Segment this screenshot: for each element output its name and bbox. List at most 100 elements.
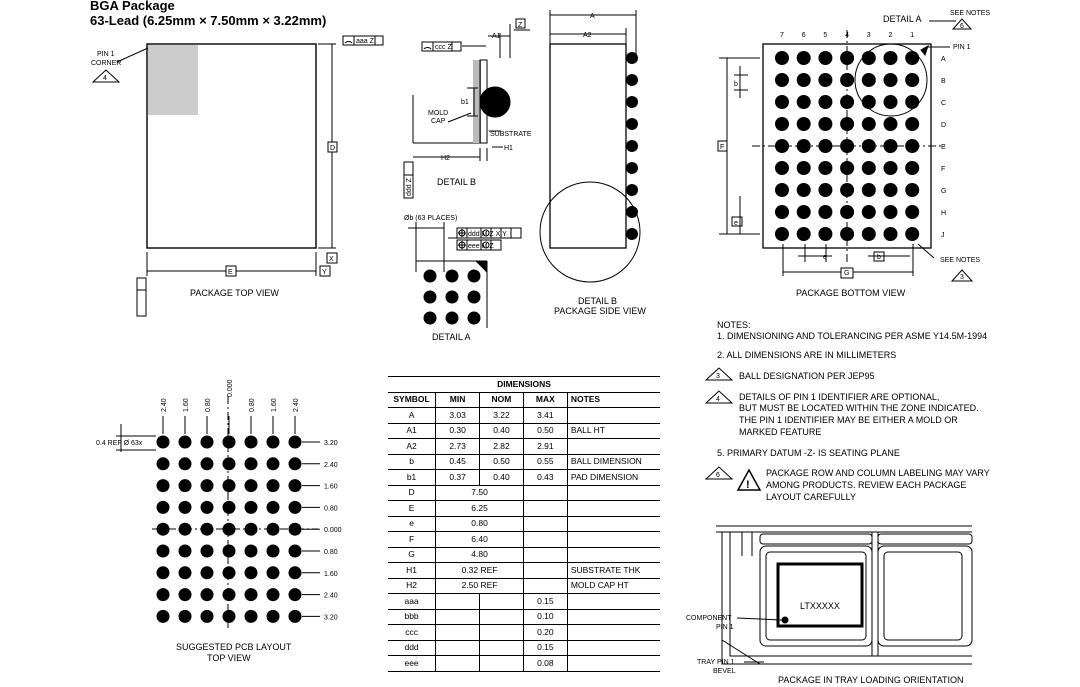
pcb-pad <box>266 544 280 558</box>
fcf1-text: ddd M Z X Y <box>468 231 507 238</box>
dim-cell-note <box>566 531 660 548</box>
substrate-label: SUBSTRATE <box>490 131 532 138</box>
ball <box>905 73 920 87</box>
pin1-bottom-label: PIN 1 <box>953 44 971 51</box>
ball <box>883 205 898 219</box>
ball <box>818 117 833 131</box>
note-6-line2: AMONG PRODUCTS. REVIEW EACH PACKAGE <box>766 480 967 490</box>
pcb-pad <box>178 544 192 558</box>
dim-cell-sym: F <box>388 531 437 548</box>
pcb-pad <box>200 479 214 493</box>
dim-cell-sym: e <box>388 515 437 532</box>
ball <box>905 183 920 197</box>
note-4-num-list: 4 <box>716 396 720 403</box>
see-notes-top: SEE NOTES <box>950 10 990 17</box>
dim-cell-max <box>522 484 568 501</box>
dim-cell-min: 0.30 <box>435 422 481 439</box>
ball <box>775 117 789 131</box>
pcb-pad <box>266 588 280 602</box>
dim-cell-nom: 3.22 <box>479 407 524 424</box>
note-6-num: 6 <box>716 472 720 479</box>
side-caption-2: PACKAGE SIDE VIEW <box>554 306 646 316</box>
ball <box>861 73 876 87</box>
dim-cell-note <box>566 593 660 610</box>
dim-cell-note <box>566 655 660 672</box>
pcb-top-label: 0.80 <box>249 398 256 412</box>
pcb-pad <box>178 522 192 536</box>
note-triangles <box>704 367 762 491</box>
pcb-caption-2: TOP VIEW <box>207 653 251 663</box>
page-subtitle: 63-Lead (6.25mm × 7.50mm × 3.22mm) <box>90 13 327 28</box>
dim-a1-label: A1 <box>492 33 501 40</box>
cap-label: CAP <box>431 118 446 125</box>
ball <box>775 183 789 197</box>
pcb-pad <box>266 457 280 471</box>
dim-cell-sym: D <box>388 484 437 501</box>
datum-x-label: X <box>329 256 334 263</box>
dim-e-label: E <box>228 269 233 276</box>
pcb-top-label: 1.60 <box>271 398 278 412</box>
dim-cell-max <box>522 577 568 594</box>
dim-cell-span: 4.80 <box>435 546 524 563</box>
dim-h1-label: H1 <box>504 145 513 152</box>
dim-cell-max: 0.43 <box>522 469 568 486</box>
column-label: 3 <box>867 32 871 39</box>
ball <box>883 161 898 175</box>
dim-cell-note <box>566 639 660 656</box>
pcb-pad <box>156 544 170 558</box>
dim-cell-max: 0.50 <box>522 422 568 439</box>
ball <box>818 95 833 109</box>
places-label: Øb (63 PLACES) <box>404 215 457 222</box>
pcb-pad <box>156 566 170 580</box>
corner-label: CORNER <box>91 60 121 67</box>
dim-e2-bottom: e <box>823 254 827 261</box>
row-label: B <box>941 78 946 85</box>
pcb-pad <box>244 479 258 493</box>
ball <box>818 139 833 153</box>
row-label: A <box>941 56 946 63</box>
dim-cell-sym: H2 <box>388 577 437 594</box>
pcb-right-label: 1.60 <box>324 484 338 491</box>
dim-cell-nom <box>479 608 524 625</box>
dim-cell-note: SUBSTRATE THK <box>566 562 660 579</box>
pcb-pad <box>266 609 280 623</box>
ball <box>861 183 876 197</box>
pcb-pad <box>222 479 236 493</box>
dim-cell-sym: b1 <box>388 469 437 486</box>
dim-b1-label: b1 <box>461 99 469 106</box>
see-notes-bottom: SEE NOTES <box>940 257 980 264</box>
dim-cell-sym: A1 <box>388 422 437 439</box>
pcb-pad <box>288 588 302 602</box>
ball <box>775 139 789 153</box>
dim-cell-sym: bbb <box>388 608 437 625</box>
dim-header-nom: NOM <box>479 391 524 408</box>
row-label: H <box>941 210 946 217</box>
pcb-pad <box>178 500 192 514</box>
pcb-pad <box>244 500 258 514</box>
dim-cell-sym: H1 <box>388 562 437 579</box>
fcf2-text: eee M Z <box>468 243 494 250</box>
ball <box>840 161 855 175</box>
pcb-right-label: 1.60 <box>324 571 338 578</box>
pcb-pad <box>156 479 170 493</box>
pcb-pad <box>222 566 236 580</box>
dim-cell-note <box>566 500 660 517</box>
ball <box>796 95 811 109</box>
dim-cell-sym: ccc <box>388 624 437 641</box>
dim-cell-max: 0.15 <box>522 593 568 610</box>
dim-a-label: A <box>590 13 595 20</box>
dim-cell-note: BALL DIMENSION <box>566 453 660 470</box>
row-label: C <box>941 100 946 107</box>
pcb-pad <box>178 457 192 471</box>
ball <box>775 95 789 109</box>
pcb-pad <box>288 435 302 449</box>
dim-cell-sym: eee <box>388 655 437 672</box>
dim-cell-note: BALL HT <box>566 422 660 439</box>
ddd-z-text: ddd Z <box>406 177 413 196</box>
dim-cell-max <box>522 500 568 517</box>
column-label: 5 <box>823 32 827 39</box>
